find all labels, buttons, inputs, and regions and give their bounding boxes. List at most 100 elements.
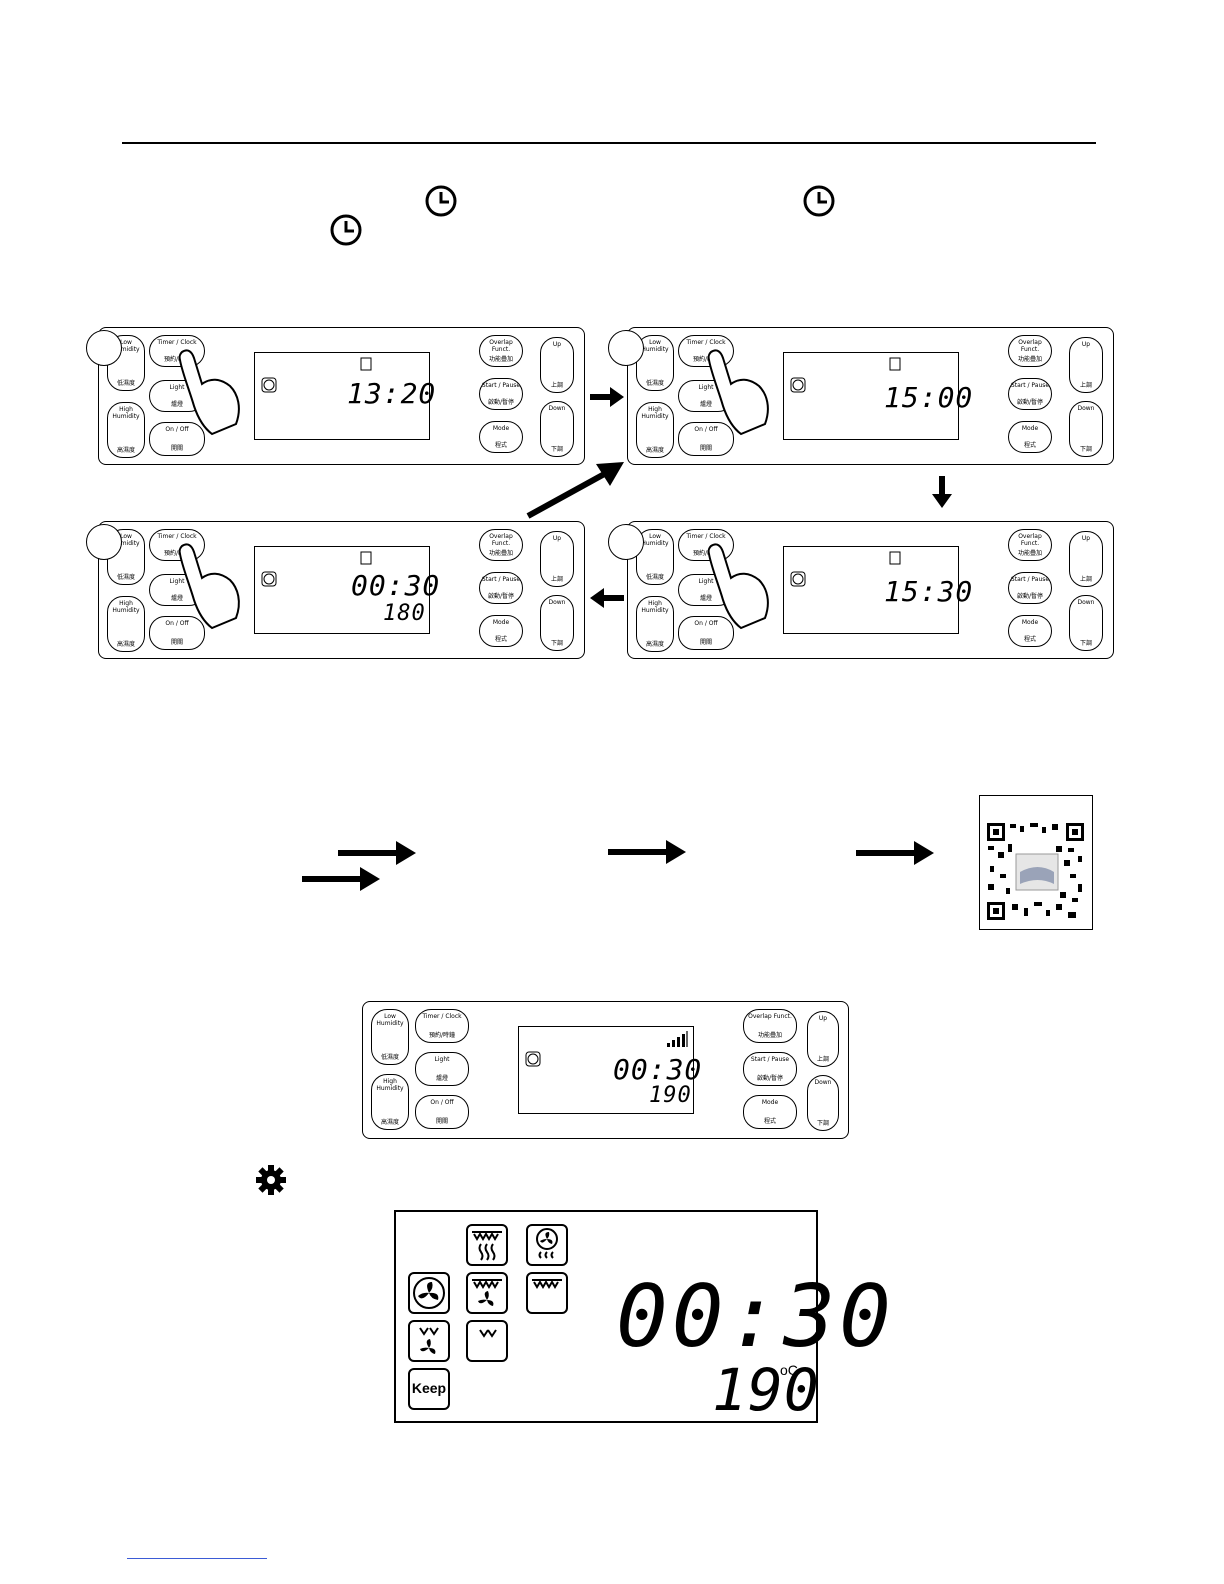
time-readout: 15:00 [884,381,974,414]
qr-code [979,795,1093,930]
overlap-function-button[interactable]: Overlap Funct.功能疊加 [1008,335,1052,367]
arrow-diagonal-icon [526,462,624,519]
fan-icon [525,1051,541,1067]
step-badge-2 [608,330,644,366]
clock-icon [360,551,372,565]
hand-pointer-icon [707,543,769,630]
header-rule [122,142,1096,144]
arrow-right-icon [608,840,686,864]
arrow-right-icon [856,841,934,865]
large-lcd-display: Keep 00:30 190 oC [394,1210,891,1424]
arrow-down-icon [932,476,952,508]
step-badge-4 [86,524,122,560]
temperature-readout: 190 [712,1356,820,1424]
lcd-display: 13:20 [254,352,435,440]
overlap-function-button[interactable]: Overlap Funct.功能疊加 [743,1009,797,1043]
hand-pointer-icon [707,349,769,436]
overlap-function-button[interactable]: Overlap Funct.功能疊加 [479,335,523,367]
temperature-readout: 190 [649,1083,692,1108]
clock-icon [889,551,901,565]
hand-pointer-icon [178,543,240,630]
bottom-heat-icon [466,1320,508,1362]
time-readout: 00:30 [616,1267,895,1367]
fan-icon [261,377,277,393]
step-badge-1 [86,330,122,366]
clock-icon [889,357,901,371]
arrow-right-icon [338,841,416,865]
time-readout: 13:20 [347,377,437,410]
hand-pointer-icon [178,349,240,436]
top-bottom-heat-icon [466,1224,508,1266]
arrow-left-icon [590,588,624,608]
lcd-display: 15:30 [783,546,972,634]
overlap-function-button[interactable]: Overlap Funct.功能疊加 [1008,529,1052,561]
clock-icon [803,185,835,217]
clock-icon [425,185,457,217]
overlap-function-button[interactable]: Overlap Funct.功能疊加 [479,529,523,561]
footer-link-underline [127,1558,267,1559]
clock-icon [330,214,362,246]
fan-icon [261,571,277,587]
lcd-display: 00:30 190 [518,1026,701,1114]
fan-icon [790,571,806,587]
top-heat-fan-icon [466,1272,508,1314]
keep-label: Keep [411,1380,447,1396]
top-heat-icon [526,1272,568,1314]
time-readout: 15:30 [884,575,974,608]
gear-icon [256,1165,286,1195]
fan-steam-icon [526,1224,568,1266]
time-readout: 00:30 [351,569,441,602]
wifi-signal-icon [667,1031,688,1047]
temperature-unit: oC [780,1362,798,1378]
bottom-heat-fan-icon [408,1320,450,1362]
clock-icon [360,357,372,371]
step-badge-3 [608,524,644,560]
time-readout: 00:30 [613,1053,703,1086]
arrow-right-icon [590,387,624,407]
arrow-right-icon [302,867,380,891]
fan-mode-icon [408,1272,450,1314]
keep-warm-icon: Keep [408,1368,450,1410]
fan-icon [790,377,806,393]
temperature-readout: 180 [383,601,426,626]
